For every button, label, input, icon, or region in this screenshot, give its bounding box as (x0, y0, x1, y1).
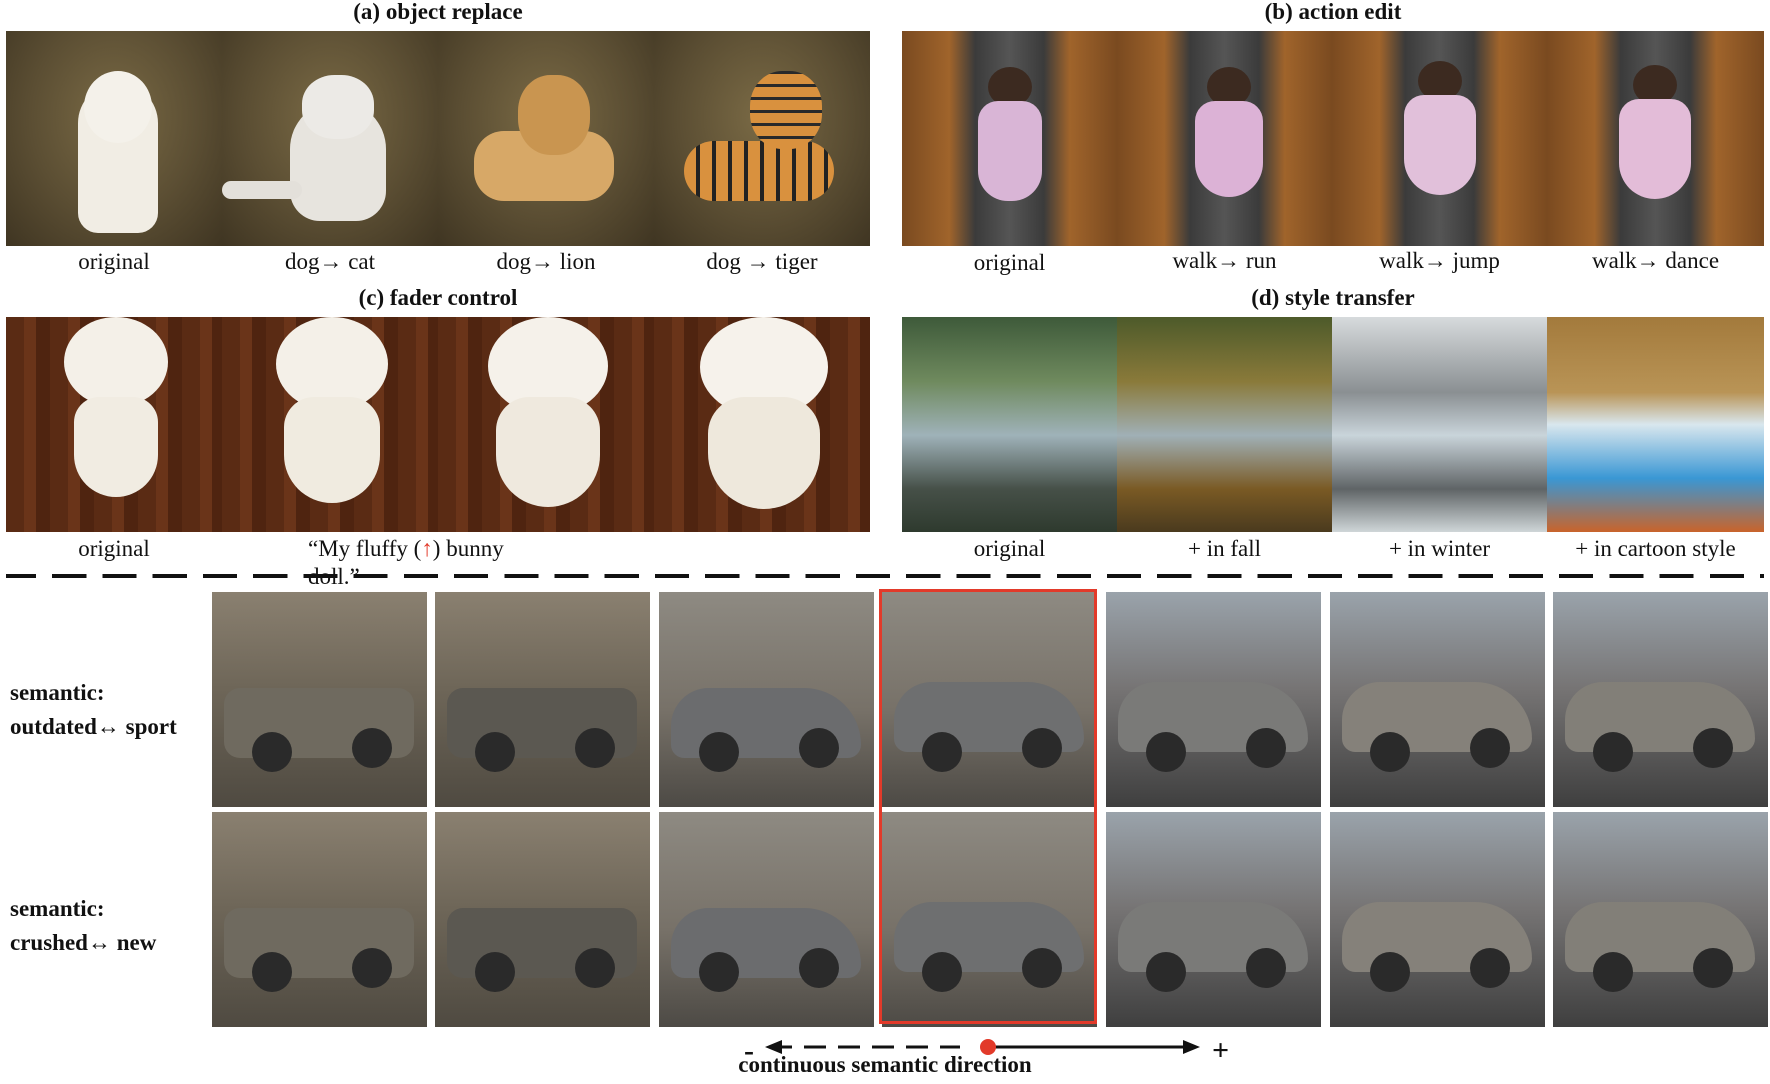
original-highlight-box (879, 589, 1097, 1024)
caption-c-1: original (78, 536, 150, 561)
car-image (1330, 812, 1545, 1027)
car-wheel (699, 732, 739, 772)
car-wheel (922, 732, 962, 772)
car-wheel (1370, 732, 1410, 772)
car-wheel (1593, 732, 1633, 772)
car-wheel (1593, 952, 1633, 992)
car-wheel (1693, 728, 1733, 768)
panel-a-strip (6, 31, 870, 246)
image-girl-jump (1332, 31, 1547, 246)
car-wheel (475, 952, 515, 992)
section-divider (6, 574, 1764, 578)
car-wheel (799, 728, 839, 768)
panel-c-title: (c) fader control (358, 285, 518, 310)
car-wheel (575, 728, 615, 768)
caption-a-2: dog→ cat (284, 249, 376, 274)
image-girl-dance (1547, 31, 1764, 246)
row-label-outdated-sport: semantic: outdated↔ sport (10, 676, 177, 744)
row-label-crushed-new: semantic: crushed↔ new (10, 892, 156, 960)
panel-a-title: (a) object replace (353, 0, 523, 24)
axis-plus: + (1212, 1034, 1230, 1067)
car-wheel (922, 952, 962, 992)
car-wheel (1470, 948, 1510, 988)
car-wheel (1146, 952, 1186, 992)
car-wheel (252, 732, 292, 772)
semantic-direction-axis (765, 1039, 1200, 1055)
axis-right-arrow-icon (1183, 1040, 1200, 1054)
fader-up-arrow-icon: ↑ (421, 536, 433, 561)
panel-d-title: (d) style transfer (1251, 285, 1415, 310)
image-lion (438, 31, 654, 246)
image-waterfall-cartoon (1547, 317, 1764, 532)
car-image (882, 592, 1097, 807)
image-waterfall-winter (1332, 317, 1547, 532)
caption-d-1: original (973, 536, 1046, 561)
image-girl-run (1117, 31, 1332, 246)
car-wheel (1246, 948, 1286, 988)
car-image (1553, 812, 1768, 1027)
car-wheel (575, 948, 615, 988)
row-2-label-line2: crushed↔ new (10, 930, 157, 955)
prompt-before: “My fluffy ( (308, 536, 422, 561)
image-girl-walk (902, 31, 1117, 246)
car-wheel (352, 728, 392, 768)
caption-d-4: + in cartoon style (1575, 536, 1736, 561)
panel-b-title: (b) action edit (1264, 0, 1402, 24)
car-wheel (799, 948, 839, 988)
car-image (435, 812, 650, 1027)
image-tiger (654, 31, 870, 246)
caption-a-3: dog→ lion (496, 249, 596, 274)
car-image (435, 592, 650, 807)
caption-b-2: walk→ run (1172, 248, 1277, 273)
row-2-label-line1: semantic: (10, 896, 105, 921)
car-wheel (475, 732, 515, 772)
image-doll-fluffy-2 (438, 317, 654, 532)
image-original-dog (6, 31, 222, 246)
caption-d-2: + in fall (1187, 536, 1261, 561)
car-image (882, 812, 1097, 1027)
caption-d-3: + in winter (1388, 536, 1491, 561)
image-doll-fluffy-3 (654, 317, 870, 532)
panel-b-strip (902, 31, 1764, 246)
car-wheel (1146, 732, 1186, 772)
car-image (1553, 592, 1768, 807)
image-waterfall-original (902, 317, 1117, 532)
car-image (659, 592, 874, 807)
axis-left-arrow-icon (765, 1040, 782, 1054)
car-wheel (1370, 952, 1410, 992)
image-cat (222, 31, 438, 246)
car-wheel (352, 948, 392, 988)
panel-d-strip (902, 317, 1764, 532)
car-wheel (1022, 728, 1062, 768)
image-waterfall-fall (1117, 317, 1332, 532)
origin-dot-icon (980, 1039, 996, 1055)
car-wheel (1022, 948, 1062, 988)
car-wheel (1470, 728, 1510, 768)
car-image (212, 592, 427, 807)
car-wheel (1693, 948, 1733, 988)
caption-b-3: walk→ jump (1379, 248, 1500, 273)
car-image (1106, 812, 1321, 1027)
row-1-label-line1: semantic: (10, 680, 105, 705)
caption-b-1: original (973, 250, 1046, 275)
row-1-label-line2: outdated↔ sport (10, 714, 177, 739)
car-image (1106, 592, 1321, 807)
axis-label: continuous semantic direction (738, 1052, 1032, 1077)
car-wheel (252, 952, 292, 992)
car-image (1330, 592, 1545, 807)
panel-c-strip (6, 317, 870, 532)
axis-minus: - (744, 1034, 754, 1067)
car-wheel (1246, 728, 1286, 768)
car-image (212, 812, 427, 1027)
caption-a-4: dog → tiger (706, 249, 818, 274)
car-image (659, 812, 874, 1027)
caption-c-prompt: “My fluffy (↑) bunny doll.” (308, 535, 548, 591)
image-doll-original (6, 317, 222, 532)
car-wheel (699, 952, 739, 992)
image-doll-fluffy-1 (222, 317, 438, 532)
caption-b-4: walk→ dance (1591, 248, 1720, 273)
caption-a-1: original (78, 249, 150, 274)
